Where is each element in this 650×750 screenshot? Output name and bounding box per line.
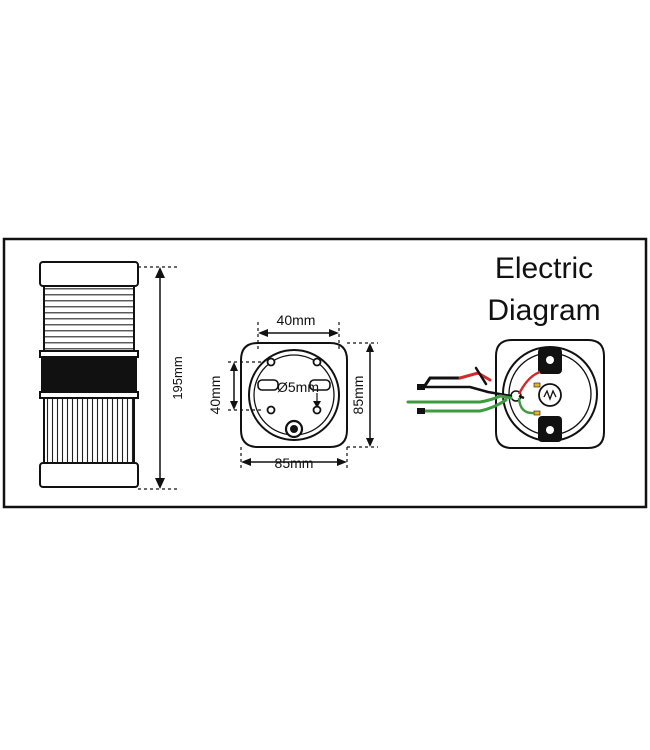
panel-title-line1: Electric bbox=[495, 252, 593, 285]
external-cables bbox=[406, 366, 513, 414]
base-depth-dimension bbox=[347, 342, 378, 448]
hole-spacing-h-dimension bbox=[257, 322, 340, 350]
base-width-label: 85mm bbox=[275, 455, 314, 471]
hole-diameter-label: Ø5mm bbox=[277, 379, 319, 395]
mounting-hole bbox=[266, 357, 276, 367]
height-label: 195mm bbox=[170, 356, 185, 399]
mounting-hole bbox=[312, 357, 322, 367]
mounting-hole bbox=[266, 405, 276, 415]
lantern-side-view bbox=[39, 261, 139, 488]
base-depth-label: 85mm bbox=[350, 376, 366, 415]
hole-spacing-v-dimension bbox=[228, 361, 262, 411]
height-dimension bbox=[138, 266, 178, 490]
base-top-view bbox=[240, 342, 348, 448]
base-width-dimension bbox=[240, 447, 348, 470]
wiring-diagram bbox=[495, 339, 605, 449]
panel-title-line2: Diagram bbox=[487, 294, 600, 327]
hole-spacing-h-label: 40mm bbox=[277, 312, 316, 328]
hole-spacing-v-label: 40mm bbox=[207, 376, 223, 415]
bulb-icon bbox=[538, 383, 562, 407]
